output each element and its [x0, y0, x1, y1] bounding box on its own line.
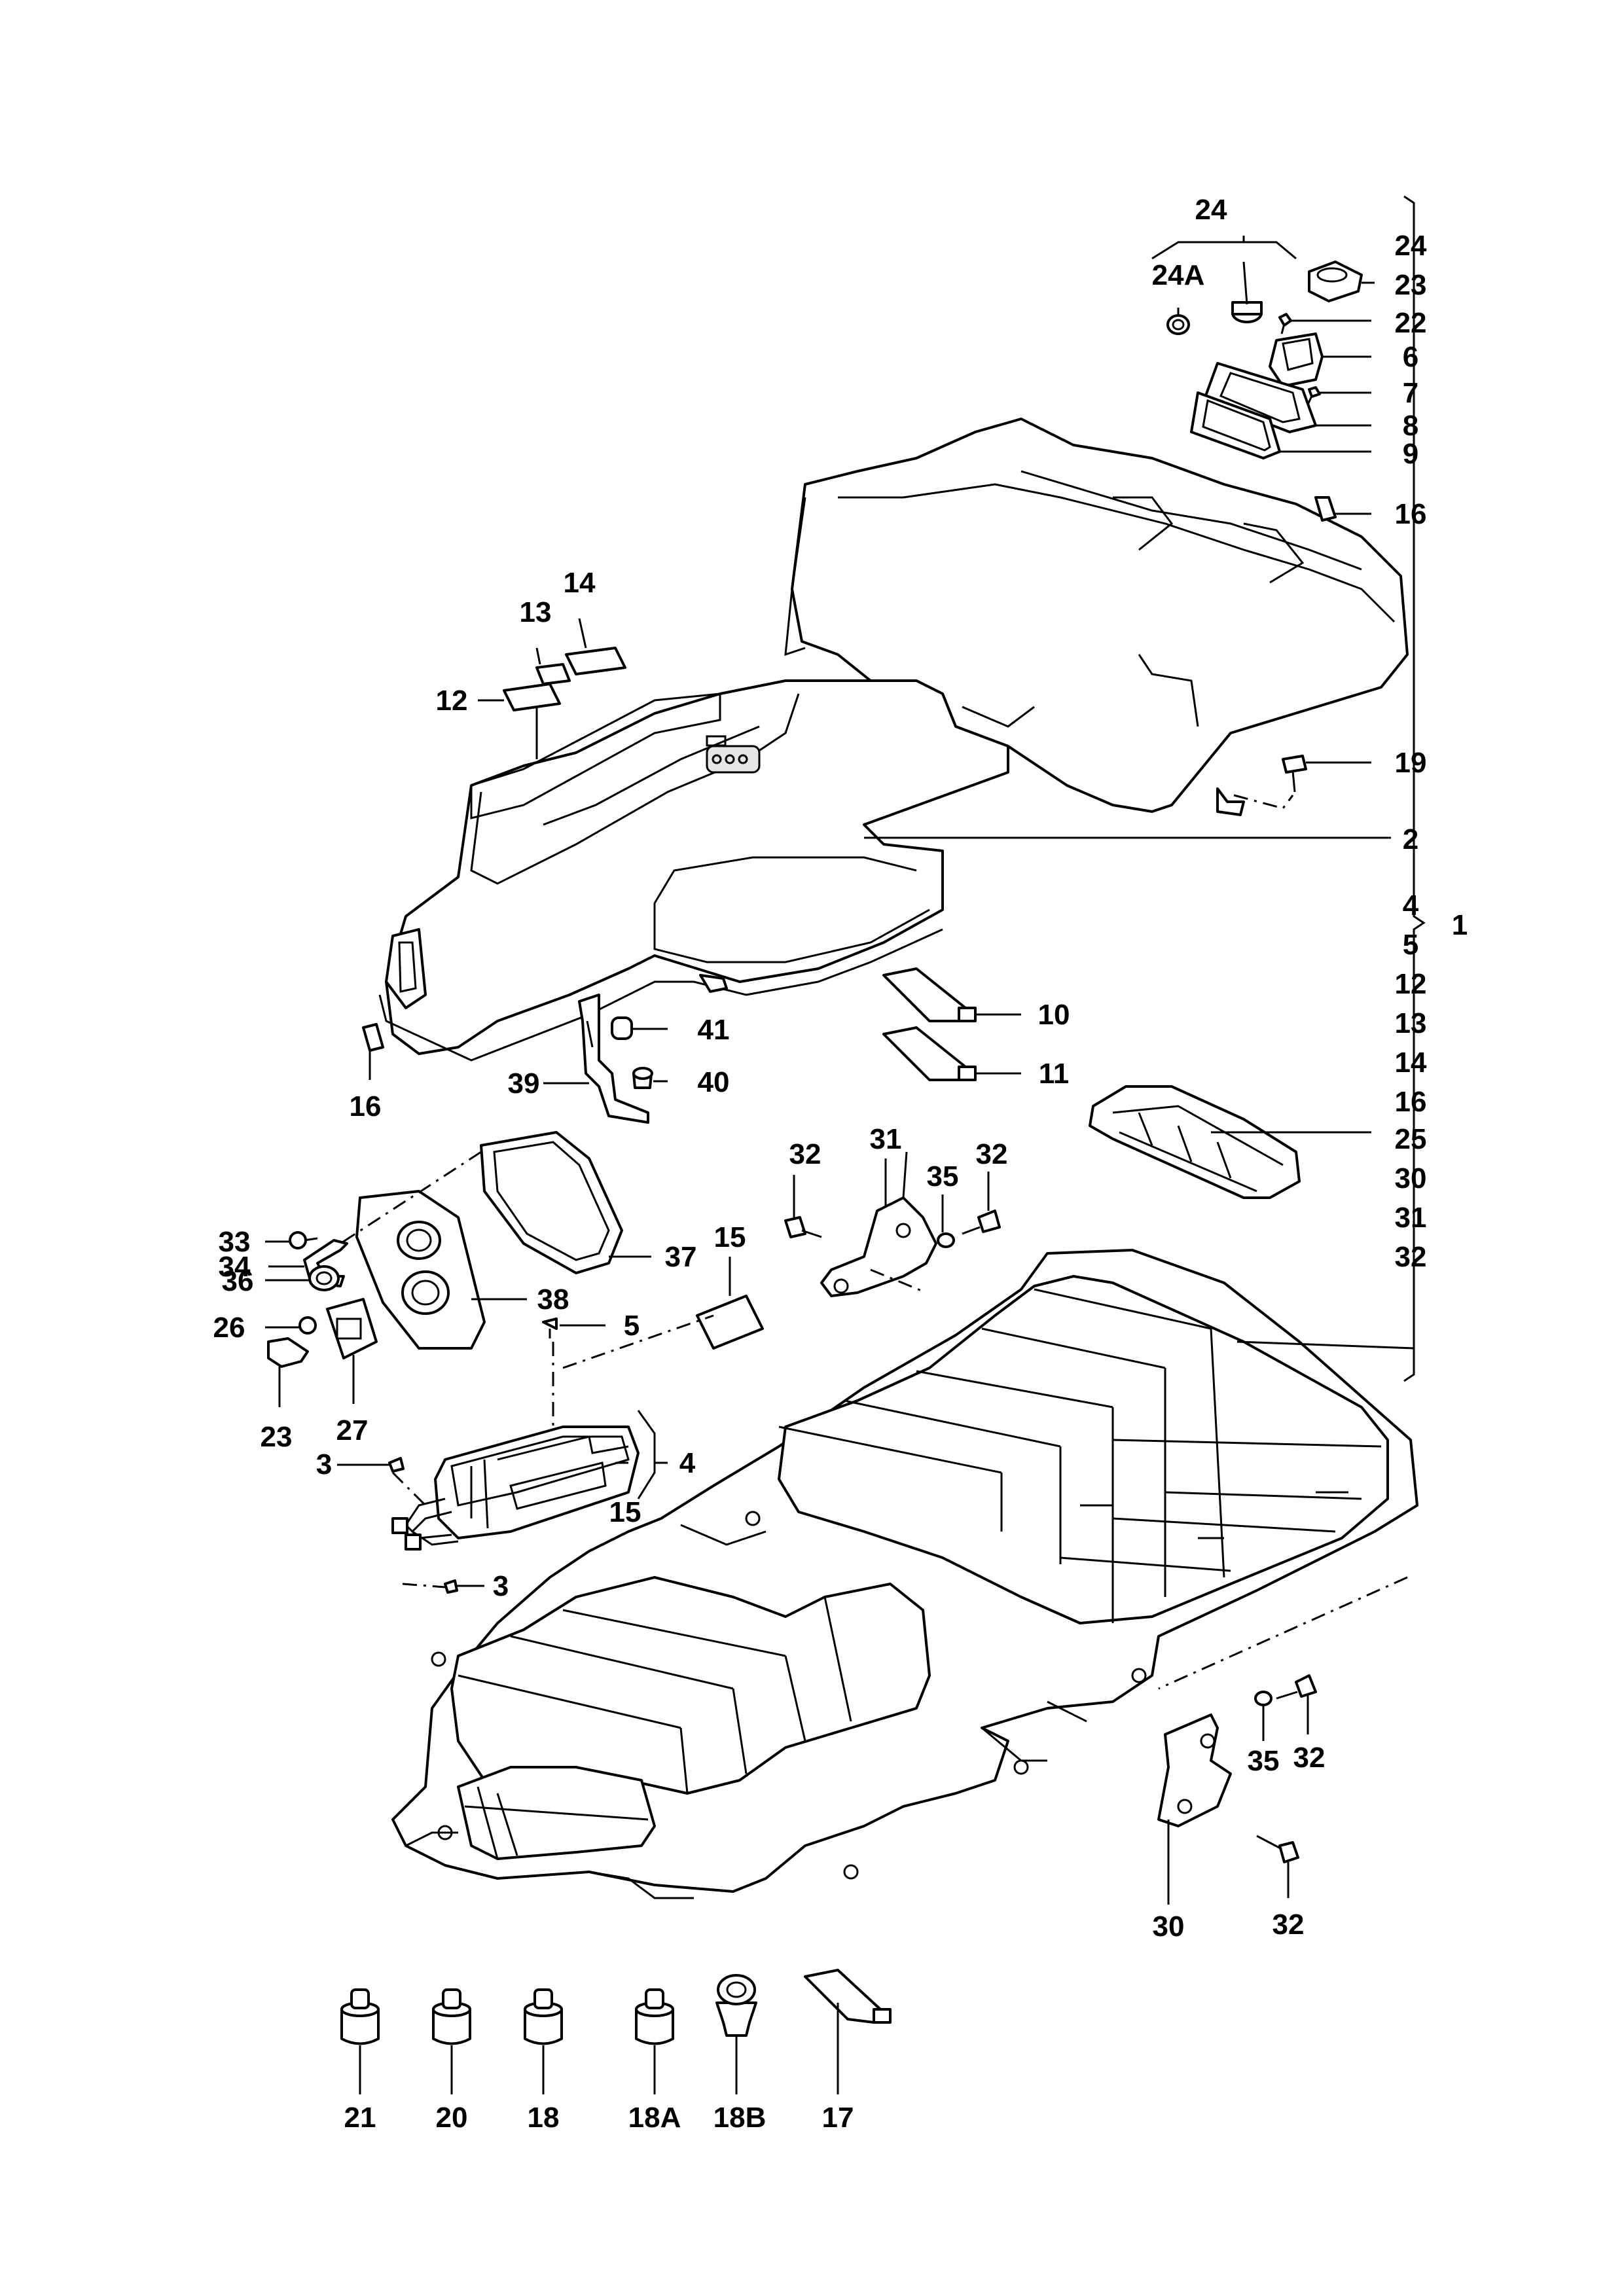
label-16-left: 16	[350, 1090, 382, 1122]
label-7: 7	[1403, 377, 1418, 409]
label-16-top: 16	[1395, 498, 1427, 530]
label-15-mid: 15	[609, 1496, 641, 1528]
label-15-top: 15	[714, 1221, 746, 1253]
label-27: 27	[336, 1414, 369, 1446]
label-22: 22	[1395, 307, 1427, 339]
label-41: 41	[698, 1014, 730, 1046]
label-35-b: 35	[1248, 1745, 1280, 1777]
label-39: 39	[508, 1067, 540, 1100]
label-12: 12	[436, 685, 468, 717]
label-24-top: 24	[1195, 194, 1227, 226]
service-plug-parts	[1151, 236, 1375, 810]
upper-battery-cover	[378, 418, 1409, 1062]
label-list-13: 13	[1395, 1007, 1427, 1039]
service-cover-parts	[265, 1131, 651, 1407]
label-17: 17	[822, 2102, 854, 2134]
label-10: 10	[1038, 999, 1070, 1031]
label-list-12: 12	[1395, 968, 1427, 1000]
label-20: 20	[436, 2102, 468, 2134]
label-35-a: 35	[927, 1160, 959, 1193]
label-18a: 18A	[628, 2102, 681, 2134]
bracket-30-group	[1157, 1674, 1317, 1905]
label-24-right: 24	[1395, 230, 1427, 262]
bracket-39-40-41	[543, 994, 668, 1124]
label-40: 40	[698, 1066, 730, 1098]
assembly-bracket	[1403, 195, 1426, 1382]
label-37: 37	[665, 1241, 697, 1273]
label-4: 4	[679, 1447, 696, 1479]
label-14: 14	[564, 567, 596, 599]
label-5: 5	[624, 1310, 640, 1342]
label-32-b: 32	[976, 1138, 1008, 1170]
label-32-d: 32	[1272, 1909, 1305, 1941]
sticker-16-left	[362, 1023, 384, 1080]
label-34: 34	[219, 1251, 251, 1283]
label-list-25: 25	[1395, 1123, 1427, 1155]
label-9: 9	[1403, 438, 1418, 470]
label-list-16: 16	[1395, 1086, 1427, 1118]
fuse-module-parts	[337, 1257, 764, 1594]
label-list-14: 14	[1395, 1047, 1427, 1079]
label-18b: 18B	[713, 2102, 767, 2134]
label-8: 8	[1403, 410, 1418, 442]
label-list-32: 32	[1395, 1241, 1427, 1273]
label-19: 19	[1395, 747, 1427, 779]
label-32-c: 32	[1293, 1742, 1326, 1774]
label-38: 38	[537, 1283, 569, 1316]
label-18: 18	[528, 2102, 560, 2134]
label-list-31: 31	[1395, 1202, 1427, 1234]
label-1: 1	[1452, 909, 1468, 941]
label-23-left: 23	[261, 1421, 293, 1453]
label-2: 2	[1403, 823, 1418, 855]
label-3-a: 3	[316, 1448, 332, 1480]
label-33: 33	[219, 1226, 251, 1258]
label-24a: 24A	[1152, 259, 1205, 291]
label-11: 11	[1039, 1058, 1070, 1090]
label-list-4: 4	[1403, 889, 1419, 922]
label-3-b: 3	[493, 1570, 509, 1602]
label-list-30: 30	[1395, 1162, 1427, 1194]
bottom-small-parts	[340, 1969, 892, 2094]
label-32-a: 32	[789, 1138, 821, 1170]
label-36: 36	[222, 1265, 254, 1297]
label-26: 26	[213, 1312, 245, 1344]
label-13: 13	[520, 596, 552, 628]
label-6: 6	[1403, 341, 1418, 373]
label-31: 31	[870, 1123, 902, 1155]
label-list-5: 5	[1403, 929, 1418, 961]
part-labels: 24 24A 24 23 22 6 7 8 9 16 14 13 12 19 2…	[213, 194, 1468, 2134]
label-23-top: 23	[1395, 269, 1427, 301]
lower-battery-tray	[391, 1249, 1418, 1899]
label-30: 30	[1153, 1910, 1185, 1943]
sealant-tubes	[882, 967, 1021, 1081]
label-21: 21	[344, 2102, 376, 2134]
stickers-12-13-14	[478, 618, 626, 759]
part-25-module	[1089, 1085, 1371, 1199]
bracket-31-group	[784, 1151, 1001, 1297]
